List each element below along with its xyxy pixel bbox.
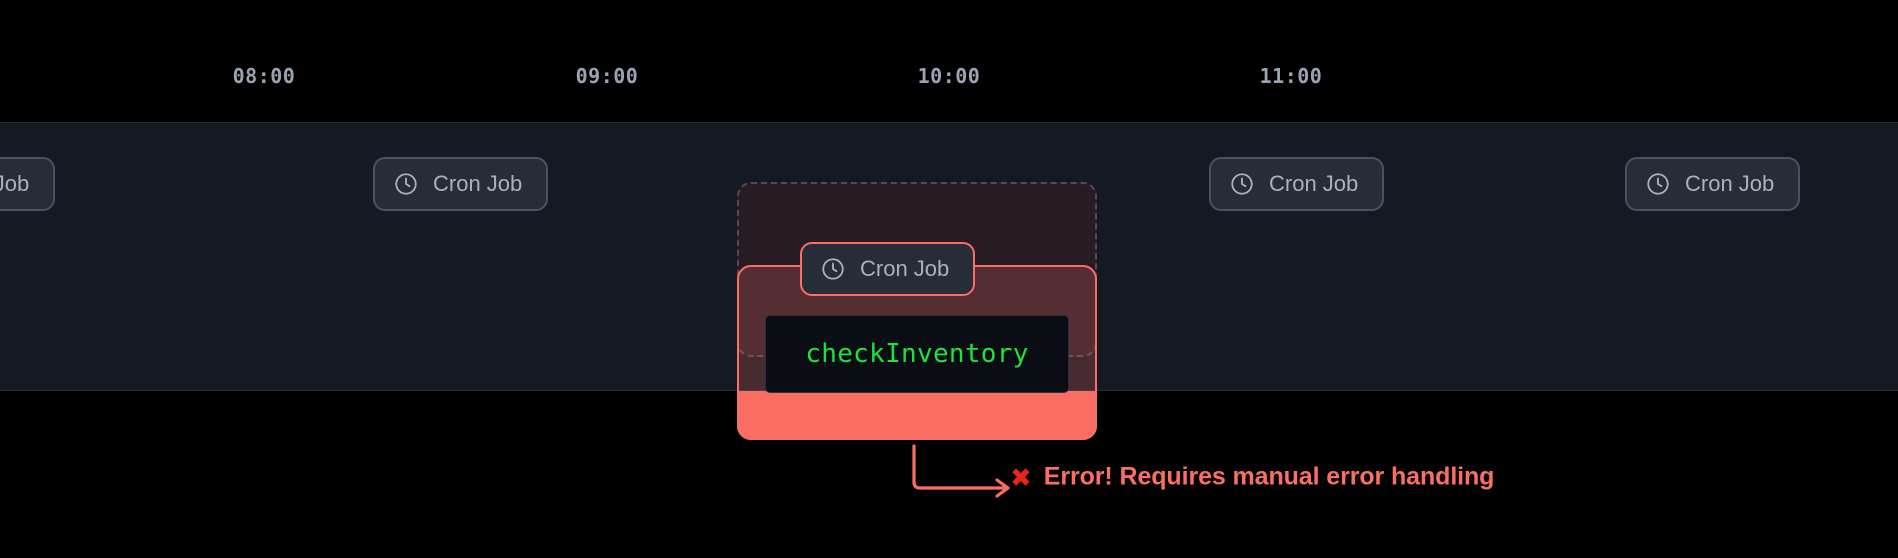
cron-job-badge[interactable]: Cron Job xyxy=(1625,157,1801,211)
function-box: checkInventory xyxy=(765,315,1069,393)
time-ruler: 08:00 09:00 10:00 11:00 xyxy=(0,0,1898,122)
cron-job-badge-label: Cron Job xyxy=(433,171,523,196)
clock-icon xyxy=(393,171,419,197)
clock-icon xyxy=(1645,171,1671,197)
error-card-overflow xyxy=(737,391,1097,440)
cron-job-badge-label: Cron Job xyxy=(1269,171,1359,196)
error-message: Error! Requires manual error handling xyxy=(1043,462,1495,491)
tick-1100: 11:00 xyxy=(1259,64,1323,88)
cron-job-badge-label: Cron Job xyxy=(1685,171,1775,196)
tick-1000: 10:00 xyxy=(917,64,981,88)
tick-0800: 08:00 xyxy=(232,64,296,88)
clock-icon xyxy=(820,256,846,282)
error-x-icon: ✖ xyxy=(1010,462,1032,492)
function-name: checkInventory xyxy=(805,339,1029,369)
error-annotation: ✖ Error! Requires manual error handling xyxy=(1010,463,1494,492)
clock-icon xyxy=(1229,171,1255,197)
cron-job-badge-label: Cron Job xyxy=(860,256,950,281)
tick-0900: 09:00 xyxy=(575,64,639,88)
error-callout-arrow xyxy=(912,444,1010,498)
cron-job-badge[interactable]: Cron Job xyxy=(0,157,56,211)
cron-job-badge-error[interactable]: Cron Job xyxy=(800,242,976,296)
cron-job-badge[interactable]: Cron Job xyxy=(1209,157,1385,211)
cron-job-badge-label: Cron Job xyxy=(0,171,30,196)
cron-job-badge[interactable]: Cron Job xyxy=(373,157,549,211)
